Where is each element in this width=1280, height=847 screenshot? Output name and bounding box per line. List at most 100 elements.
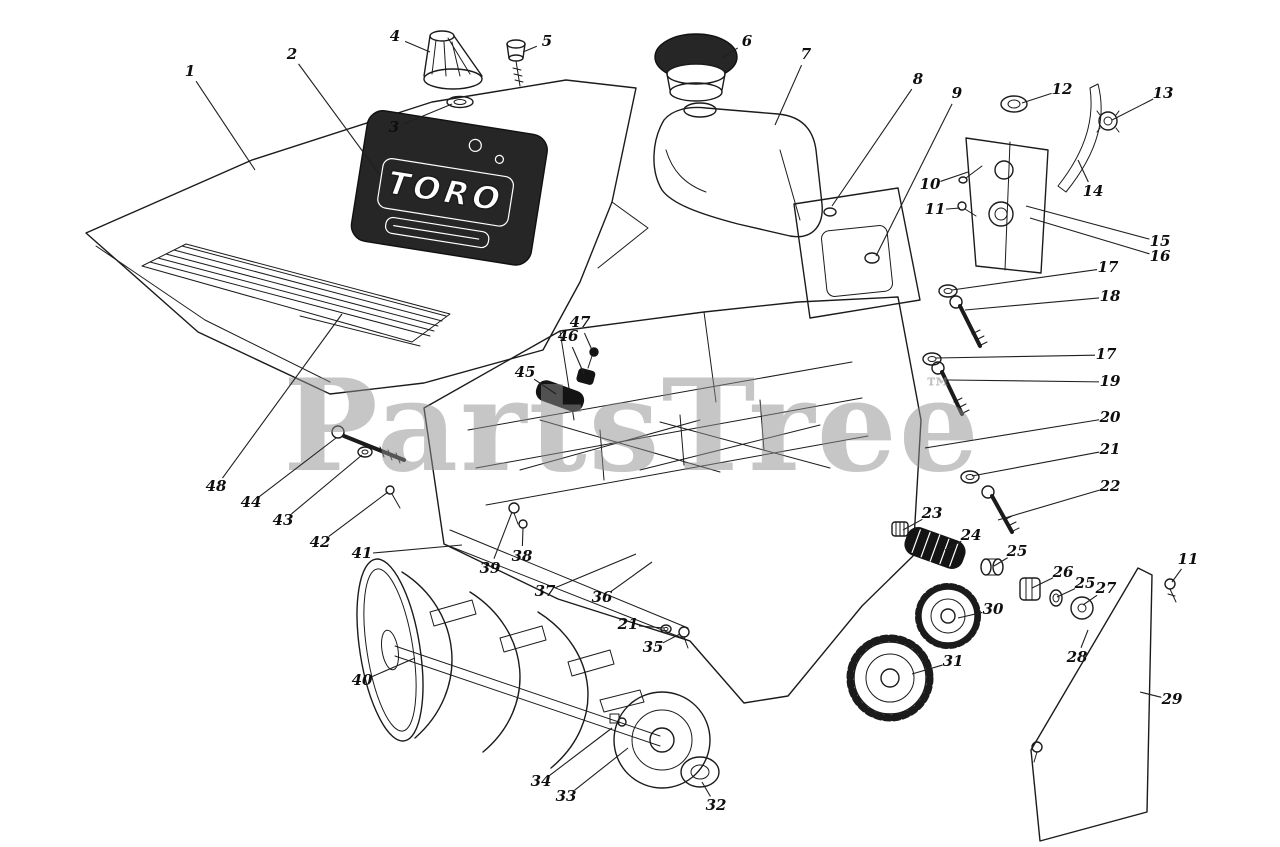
callout-leader-27 xyxy=(1082,594,1098,606)
callout-label-18: 18 xyxy=(1100,287,1121,305)
callout-leader-5 xyxy=(522,45,538,53)
side-plate xyxy=(1030,567,1153,842)
callout-leader-15 xyxy=(1025,205,1150,240)
callout-label-30: 30 xyxy=(983,600,1004,618)
callout-leader-6 xyxy=(721,47,739,59)
callout-leader-39 xyxy=(493,511,513,559)
callout-leader-36 xyxy=(610,561,653,593)
main-housing xyxy=(423,296,922,704)
rotor-assembly xyxy=(356,558,720,789)
callout-label-45: 45 xyxy=(515,363,536,381)
callout-label-8: 8 xyxy=(913,70,924,88)
callout-label-5: 5 xyxy=(542,32,552,50)
callout-label-25: 25 xyxy=(1006,542,1028,560)
rear-panel xyxy=(793,187,921,319)
vent-grille xyxy=(141,243,451,347)
callout-label-33: 33 xyxy=(556,787,577,805)
callout-label-44: 44 xyxy=(241,493,262,511)
callout-leader-7 xyxy=(774,64,803,126)
fastener-column xyxy=(922,284,1020,534)
fuel-tank xyxy=(653,102,823,238)
callout-leader-1 xyxy=(195,80,256,171)
callout-label-2: 2 xyxy=(286,45,297,63)
callout-leader-46 xyxy=(571,346,585,375)
callout-leader-42 xyxy=(328,491,389,537)
callout-label-19: 19 xyxy=(1100,372,1121,390)
callout-label-22: 22 xyxy=(1099,477,1121,495)
callout-label-15: 15 xyxy=(1150,232,1171,250)
small-hardware xyxy=(331,425,690,649)
callout-label-1: 1 xyxy=(185,62,195,80)
callout-label-17: 17 xyxy=(1096,345,1117,363)
fuel-cap xyxy=(654,33,738,102)
callout-label-38: 38 xyxy=(512,547,533,565)
callout-label-16: 16 xyxy=(1150,247,1171,265)
callout-label-9: 9 xyxy=(952,84,963,102)
callout-label-35: 35 xyxy=(643,638,664,656)
callout-label-46: 46 xyxy=(558,327,579,345)
callout-leader-35 xyxy=(662,633,681,644)
callout-leader-20 xyxy=(924,419,1100,449)
starter-knob xyxy=(423,30,483,109)
callout-label-21: 21 xyxy=(617,615,639,633)
callout-leader-19 xyxy=(947,379,1100,383)
callout-label-31: 31 xyxy=(943,652,964,670)
callout-leader-24 xyxy=(944,540,962,551)
callout-label-32: 32 xyxy=(706,796,727,814)
callout-label-7: 7 xyxy=(801,45,812,63)
callout-leader-47 xyxy=(583,332,593,351)
callout-leader-34 xyxy=(549,727,613,776)
bracket-13-14 xyxy=(1057,83,1120,193)
callout-leader-17 xyxy=(935,354,1096,359)
line-art-layer: TORO xyxy=(85,30,1177,842)
callout-leader-38 xyxy=(521,527,524,547)
callout-leader-8 xyxy=(831,88,913,207)
callout-leader-40 xyxy=(371,657,416,678)
callout-leader-4 xyxy=(404,40,431,53)
callout-leader-2 xyxy=(298,63,381,176)
callout-label-40: 40 xyxy=(352,671,373,689)
callout-label-26: 26 xyxy=(1052,563,1074,581)
callout-leader-3 xyxy=(403,103,453,125)
callout-leader-21 xyxy=(971,451,1100,477)
callout-leader-18 xyxy=(964,297,1100,311)
callout-leader-23 xyxy=(902,518,923,531)
callout-label-12: 12 xyxy=(1052,80,1073,98)
callout-leader-26 xyxy=(1031,577,1054,589)
callout-label-37: 37 xyxy=(535,582,556,600)
callout-label-3: 3 xyxy=(389,118,399,136)
callout-label-11: 11 xyxy=(1178,550,1199,568)
brand-logo-text: TORO xyxy=(385,163,506,219)
callout-leader-43 xyxy=(291,454,363,515)
callout-leader-11 xyxy=(1171,568,1182,583)
toro-panel: TORO xyxy=(350,110,548,266)
watermark: PartsTree ™ xyxy=(283,352,979,500)
callout-leader-9 xyxy=(875,103,953,257)
callout-label-13: 13 xyxy=(1153,84,1174,102)
callout-leader-37 xyxy=(554,553,637,589)
callout-leader-21 xyxy=(638,625,665,629)
callout-leader-25 xyxy=(993,557,1008,567)
callout-label-21: 21 xyxy=(1099,440,1121,458)
callout-label-11: 11 xyxy=(925,200,946,218)
callout-label-25: 25 xyxy=(1074,574,1096,592)
callout-label-4: 4 xyxy=(390,27,400,45)
engine-cover xyxy=(85,79,649,395)
callout-label-42: 42 xyxy=(310,533,331,551)
callout-leader-12 xyxy=(1021,92,1052,104)
callout-label-6: 6 xyxy=(742,32,753,50)
callout-label-23: 23 xyxy=(921,504,943,522)
callout-label-27: 27 xyxy=(1095,579,1117,597)
callout-label-28: 28 xyxy=(1066,648,1088,666)
bolt-5 xyxy=(506,39,526,87)
callout-leader-32 xyxy=(701,781,711,797)
callout-label-36: 36 xyxy=(592,588,613,606)
callout-label-43: 43 xyxy=(273,511,294,529)
callout-leader-14 xyxy=(1077,159,1089,183)
callout-leader-16 xyxy=(1029,217,1150,255)
callout-label-10: 10 xyxy=(920,175,941,193)
callout-leader-45 xyxy=(533,378,557,395)
